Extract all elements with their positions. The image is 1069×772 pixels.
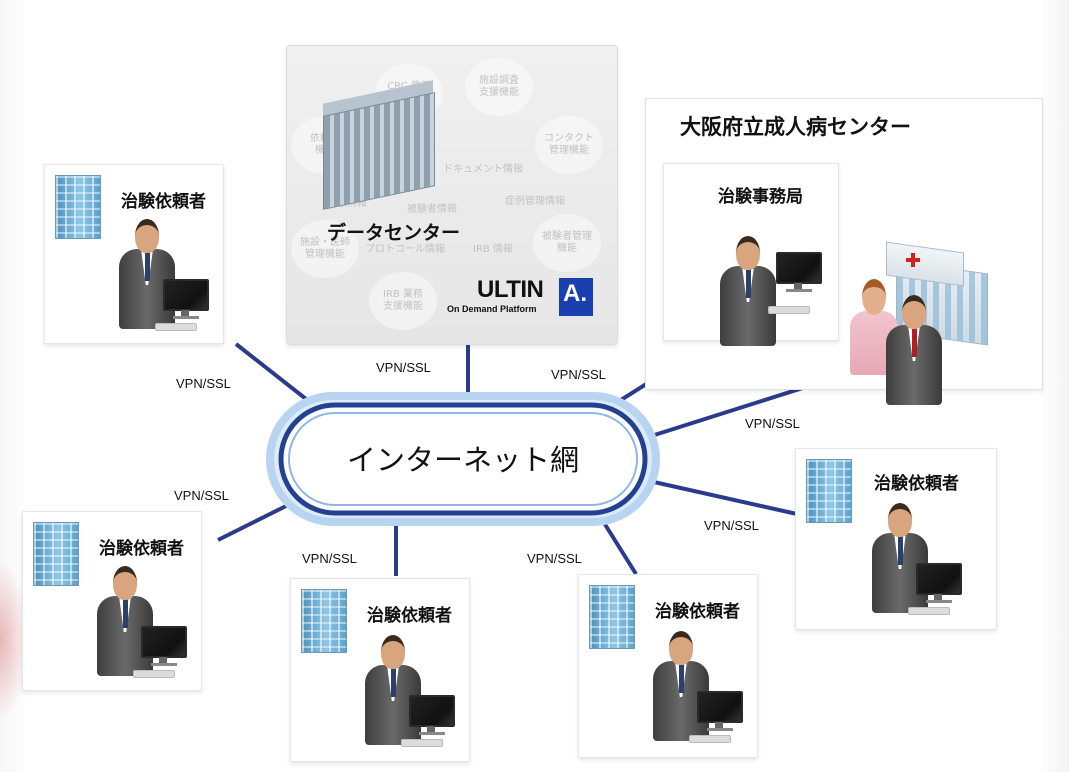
person-icon — [716, 236, 776, 346]
dc-item-protocol: プロトコール情報 — [365, 244, 445, 255]
logo-word: ULTIN — [477, 276, 544, 303]
sponsor-title: 治験依頼者 — [121, 192, 206, 212]
sponsor-title: 治験依頼者 — [874, 474, 959, 494]
dc-item-case: 症例管理情報 — [505, 196, 565, 207]
ultina-logo: ULTIN A. On Demand Platform — [437, 276, 597, 320]
dc-bubble-site-doctor: 施設・医師 管理機能 — [291, 220, 359, 278]
office-building-icon — [33, 522, 79, 586]
hospital-panel: 大阪府立成人病センター 治験事務局 — [645, 98, 1043, 405]
doctor-icon — [882, 295, 942, 405]
office-title: 治験事務局 — [718, 187, 803, 207]
keyboard-icon — [155, 323, 197, 331]
dc-item-irb: IRB 情報 — [473, 244, 513, 255]
dc-item-subject: 被験者情報 — [407, 204, 457, 215]
office-building-icon — [301, 589, 347, 653]
logo-mark: A. — [559, 278, 593, 316]
sponsor-card-left: 治験依頼者 — [22, 511, 202, 691]
dc-bubble-site-survey-label: 施設調査 支援機能 — [479, 75, 519, 98]
sponsor-title: 治験依頼者 — [367, 606, 452, 626]
computer-icon — [776, 252, 822, 294]
computer-icon — [697, 691, 743, 733]
red-cross-icon — [906, 253, 920, 267]
hospital-title: 大阪府立成人病センター — [680, 115, 911, 139]
computer-icon — [163, 279, 209, 321]
computer-icon — [916, 563, 962, 605]
logo-mark-text: A. — [563, 280, 587, 307]
vpn-label-sponsor-top-left: VPN/SSL — [176, 376, 231, 391]
vpn-label-sponsor-bottom-center: VPN/SSL — [302, 551, 357, 566]
dc-bubble-contact-label: コンタクト 管理機能 — [544, 133, 594, 156]
internet-ring-inner — [288, 412, 638, 506]
vpn-label-hospital: VPN/SSL — [745, 416, 800, 431]
sponsor-title: 治験依頼者 — [99, 539, 184, 559]
computer-icon — [141, 626, 187, 668]
sponsor-card-top-left: 治験依頼者 — [44, 164, 224, 344]
internet-label: インターネット網 — [346, 443, 579, 477]
sponsor-card-right: 治験依頼者 — [795, 448, 997, 630]
person-icon — [868, 503, 928, 613]
vpn-label-sponsor-left: VPN/SSL — [174, 488, 229, 503]
sponsor-title: 治験依頼者 — [655, 602, 740, 622]
dc-bubble-subject: 被験者管理 機能 — [533, 214, 601, 272]
internet-ring — [278, 402, 648, 516]
dc-bubble-contact: コンタクト 管理機能 — [535, 116, 603, 174]
dc-bubble-site-doctor-label: 施設・医師 管理機能 — [300, 237, 350, 260]
office-card: 治験事務局 — [663, 163, 839, 346]
logo-sub: On Demand Platform — [447, 304, 537, 314]
link-sponsor-right — [644, 478, 798, 516]
dc-item-document: ドキュメント情報 — [443, 164, 523, 175]
data-center-title: データセンター — [327, 222, 461, 244]
dc-bubble-irb: IRB 業務 支援機能 — [369, 272, 437, 330]
keyboard-icon — [401, 739, 443, 747]
vpn-label-sponsor-right: VPN/SSL — [704, 518, 759, 533]
dc-bubble-subject-label: 被験者管理 機能 — [542, 231, 592, 254]
computer-icon — [409, 695, 455, 737]
vpn-label-data-center: VPN/SSL — [376, 360, 431, 375]
vpn-label-office: VPN/SSL — [551, 367, 606, 382]
keyboard-icon — [133, 670, 175, 678]
sponsor-card-bottom-center: 治験依頼者 — [290, 578, 470, 762]
keyboard-icon — [908, 607, 950, 615]
dc-bubble-site-survey: 施設調査 支援機能 — [465, 58, 533, 116]
keyboard-icon — [689, 735, 731, 743]
office-building-icon — [55, 175, 101, 239]
office-building-icon — [806, 459, 852, 523]
sponsor-card-bottom-right: 治験依頼者 — [578, 574, 758, 758]
data-center-panel: CRC 業務 支援機能 施設調査 支援機能 コンタクト 管理機能 依頼者 機能 … — [286, 45, 618, 345]
hospital-building-icon — [886, 241, 988, 346]
dc-bubble-irb-label: IRB 業務 支援機能 — [383, 289, 423, 312]
person-icon — [649, 631, 709, 741]
keyboard-icon — [768, 306, 810, 314]
vpn-label-sponsor-bottom-right: VPN/SSL — [527, 551, 582, 566]
office-building-icon — [589, 585, 635, 649]
